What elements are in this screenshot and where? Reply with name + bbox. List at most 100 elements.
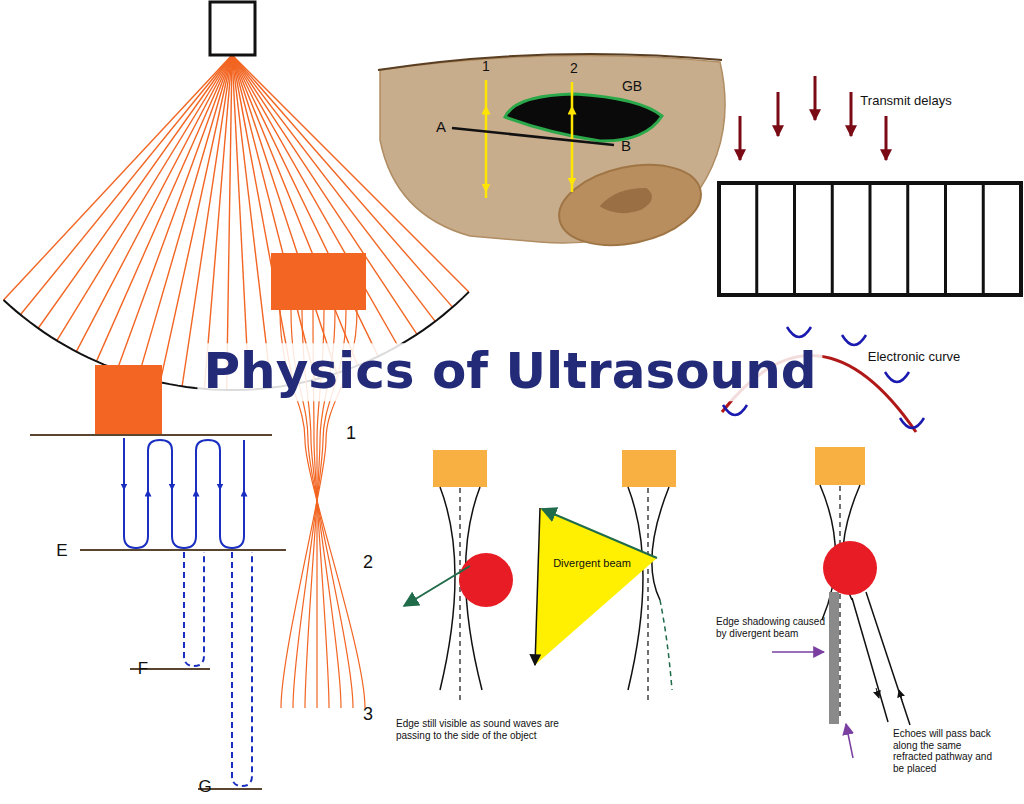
arrowhead — [220, 485, 221, 487]
beam-axis — [459, 488, 460, 700]
transducer — [271, 253, 366, 310]
depth-label: G — [198, 777, 211, 797]
beam-edge — [652, 487, 669, 600]
wavelet — [842, 335, 866, 345]
depth-label: E — [56, 541, 67, 561]
arrowhead — [196, 493, 197, 495]
beam-edge — [660, 600, 672, 690]
scan-line — [117, 55, 232, 370]
scan-line — [38, 55, 232, 328]
element-divider — [831, 183, 834, 295]
deflected-ray — [404, 566, 470, 606]
scan-line — [76, 55, 232, 352]
callout-number: 3 — [363, 704, 373, 725]
note: Edge still visible as sound waves are pa… — [396, 718, 581, 741]
scan-line — [232, 55, 293, 384]
arrowhead — [172, 485, 173, 487]
scan-line — [182, 55, 232, 386]
arrowhead — [876, 688, 879, 698]
scan-line — [138, 55, 232, 377]
beam-axis — [647, 488, 648, 700]
reflector-line — [80, 549, 286, 551]
kidney — [552, 153, 709, 257]
refracted-ray — [852, 598, 888, 722]
delay-arrow — [814, 76, 817, 120]
delay-arrow — [885, 116, 888, 160]
callout-number: 1 — [346, 423, 356, 444]
element-divider — [906, 183, 909, 295]
wavelet — [885, 372, 909, 382]
reflector — [823, 541, 877, 595]
element-divider — [755, 183, 758, 295]
note: Echoes will pass back along the same ref… — [893, 728, 1001, 774]
title: Physics of Ultrasound — [197, 343, 822, 401]
wavelet — [787, 327, 811, 337]
transducer — [210, 2, 255, 55]
edge-shadow — [829, 592, 839, 724]
beam-region: Divergent beam — [530, 503, 664, 669]
scan-line — [57, 55, 232, 341]
scan-line — [485, 80, 488, 198]
arrowhead — [124, 485, 125, 487]
callout-number: 2 — [363, 552, 373, 573]
delay-arrow — [777, 92, 780, 136]
caption-label: Transmit delays — [860, 94, 951, 109]
renal-sinus — [597, 185, 654, 218]
scan-line — [4, 55, 232, 300]
skin-line — [378, 54, 722, 70]
element-divider — [944, 183, 947, 295]
beam-edge — [628, 487, 643, 690]
pointer-arrow — [772, 651, 824, 653]
arrowhead — [572, 180, 573, 182]
element-dividers — [757, 183, 984, 295]
caption-label: Electronic curve — [868, 350, 960, 365]
arrowhead — [486, 186, 487, 188]
scan-line — [232, 55, 337, 373]
transducer — [95, 365, 162, 435]
beam-edge — [440, 487, 455, 690]
organ-label: GB — [622, 78, 642, 94]
array-elements — [719, 183, 1021, 295]
point-label: B — [621, 137, 631, 154]
arrowhead — [899, 690, 902, 700]
scan-line — [20, 55, 232, 315]
scan-line — [96, 55, 232, 361]
point-label: A — [436, 118, 446, 135]
scan-line — [232, 55, 378, 356]
beam-edge-ray — [535, 508, 540, 665]
transducer — [815, 447, 865, 485]
echo-path — [232, 552, 252, 786]
scan-line — [232, 55, 398, 346]
node-outline — [530, 503, 664, 669]
callout-number: 2 — [570, 60, 578, 76]
scan-line — [232, 55, 249, 390]
slice-line — [452, 128, 614, 145]
gallbladder — [505, 94, 662, 141]
wavelet — [900, 418, 924, 428]
depth-label: F — [138, 659, 148, 679]
scan-line — [160, 55, 232, 382]
beam-triangle — [535, 508, 657, 665]
deflected-ray — [542, 509, 657, 558]
arrowhead — [148, 493, 149, 495]
element-divider — [982, 183, 985, 295]
skin-line — [30, 434, 272, 436]
arrowhead — [486, 110, 487, 112]
transducer — [433, 450, 487, 487]
callout-number: 1 — [482, 58, 490, 74]
scan-line — [571, 82, 574, 192]
scan-line — [232, 55, 271, 388]
delay-arrows — [740, 76, 886, 160]
echo-path — [184, 552, 204, 666]
element-divider — [869, 183, 872, 295]
note: Edge shadowing caused by divergent beam — [716, 616, 828, 639]
pointer-arrow — [846, 724, 853, 758]
transducer — [622, 450, 676, 487]
region-label: Divergent beam — [550, 557, 634, 570]
arrowhead — [244, 493, 245, 495]
delay-arrow — [850, 92, 853, 136]
refracted-ray — [866, 592, 910, 725]
